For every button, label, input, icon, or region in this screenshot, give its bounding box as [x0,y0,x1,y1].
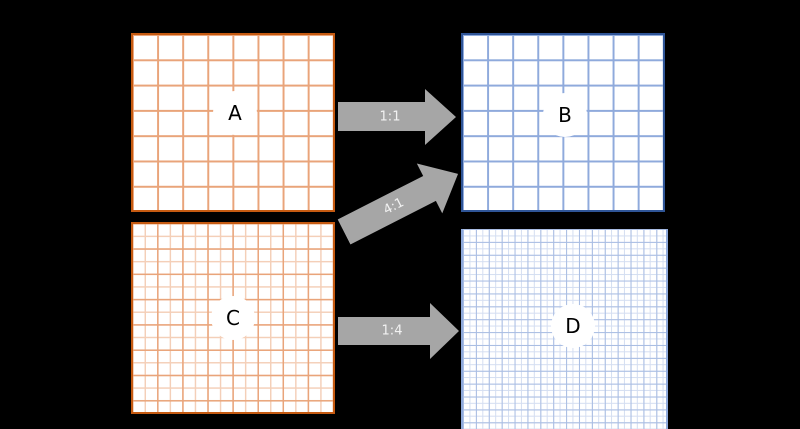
arrow-a-to-b: 1:1 [338,89,456,145]
grid-c-label: C [211,296,255,340]
arrow-right-icon [338,89,456,145]
arrow-c-to-d-label: 1:4 [381,323,403,339]
grid-c: C [131,222,335,414]
arrow-c-to-d: 1:4 [338,303,459,359]
arrow-diagonal-icon [337,163,459,245]
arrow-c-to-b: 4:1 [331,149,470,257]
grid-b-label: B [543,93,587,137]
grid-d-label: D [551,304,595,348]
arrow-right-icon [338,303,459,359]
grid-b: B [461,33,665,212]
grid-a: A [131,33,335,212]
arrow-a-to-b-label: 1:1 [379,109,401,125]
grid-d: D [461,229,668,429]
grid-a-label: A [213,91,257,135]
